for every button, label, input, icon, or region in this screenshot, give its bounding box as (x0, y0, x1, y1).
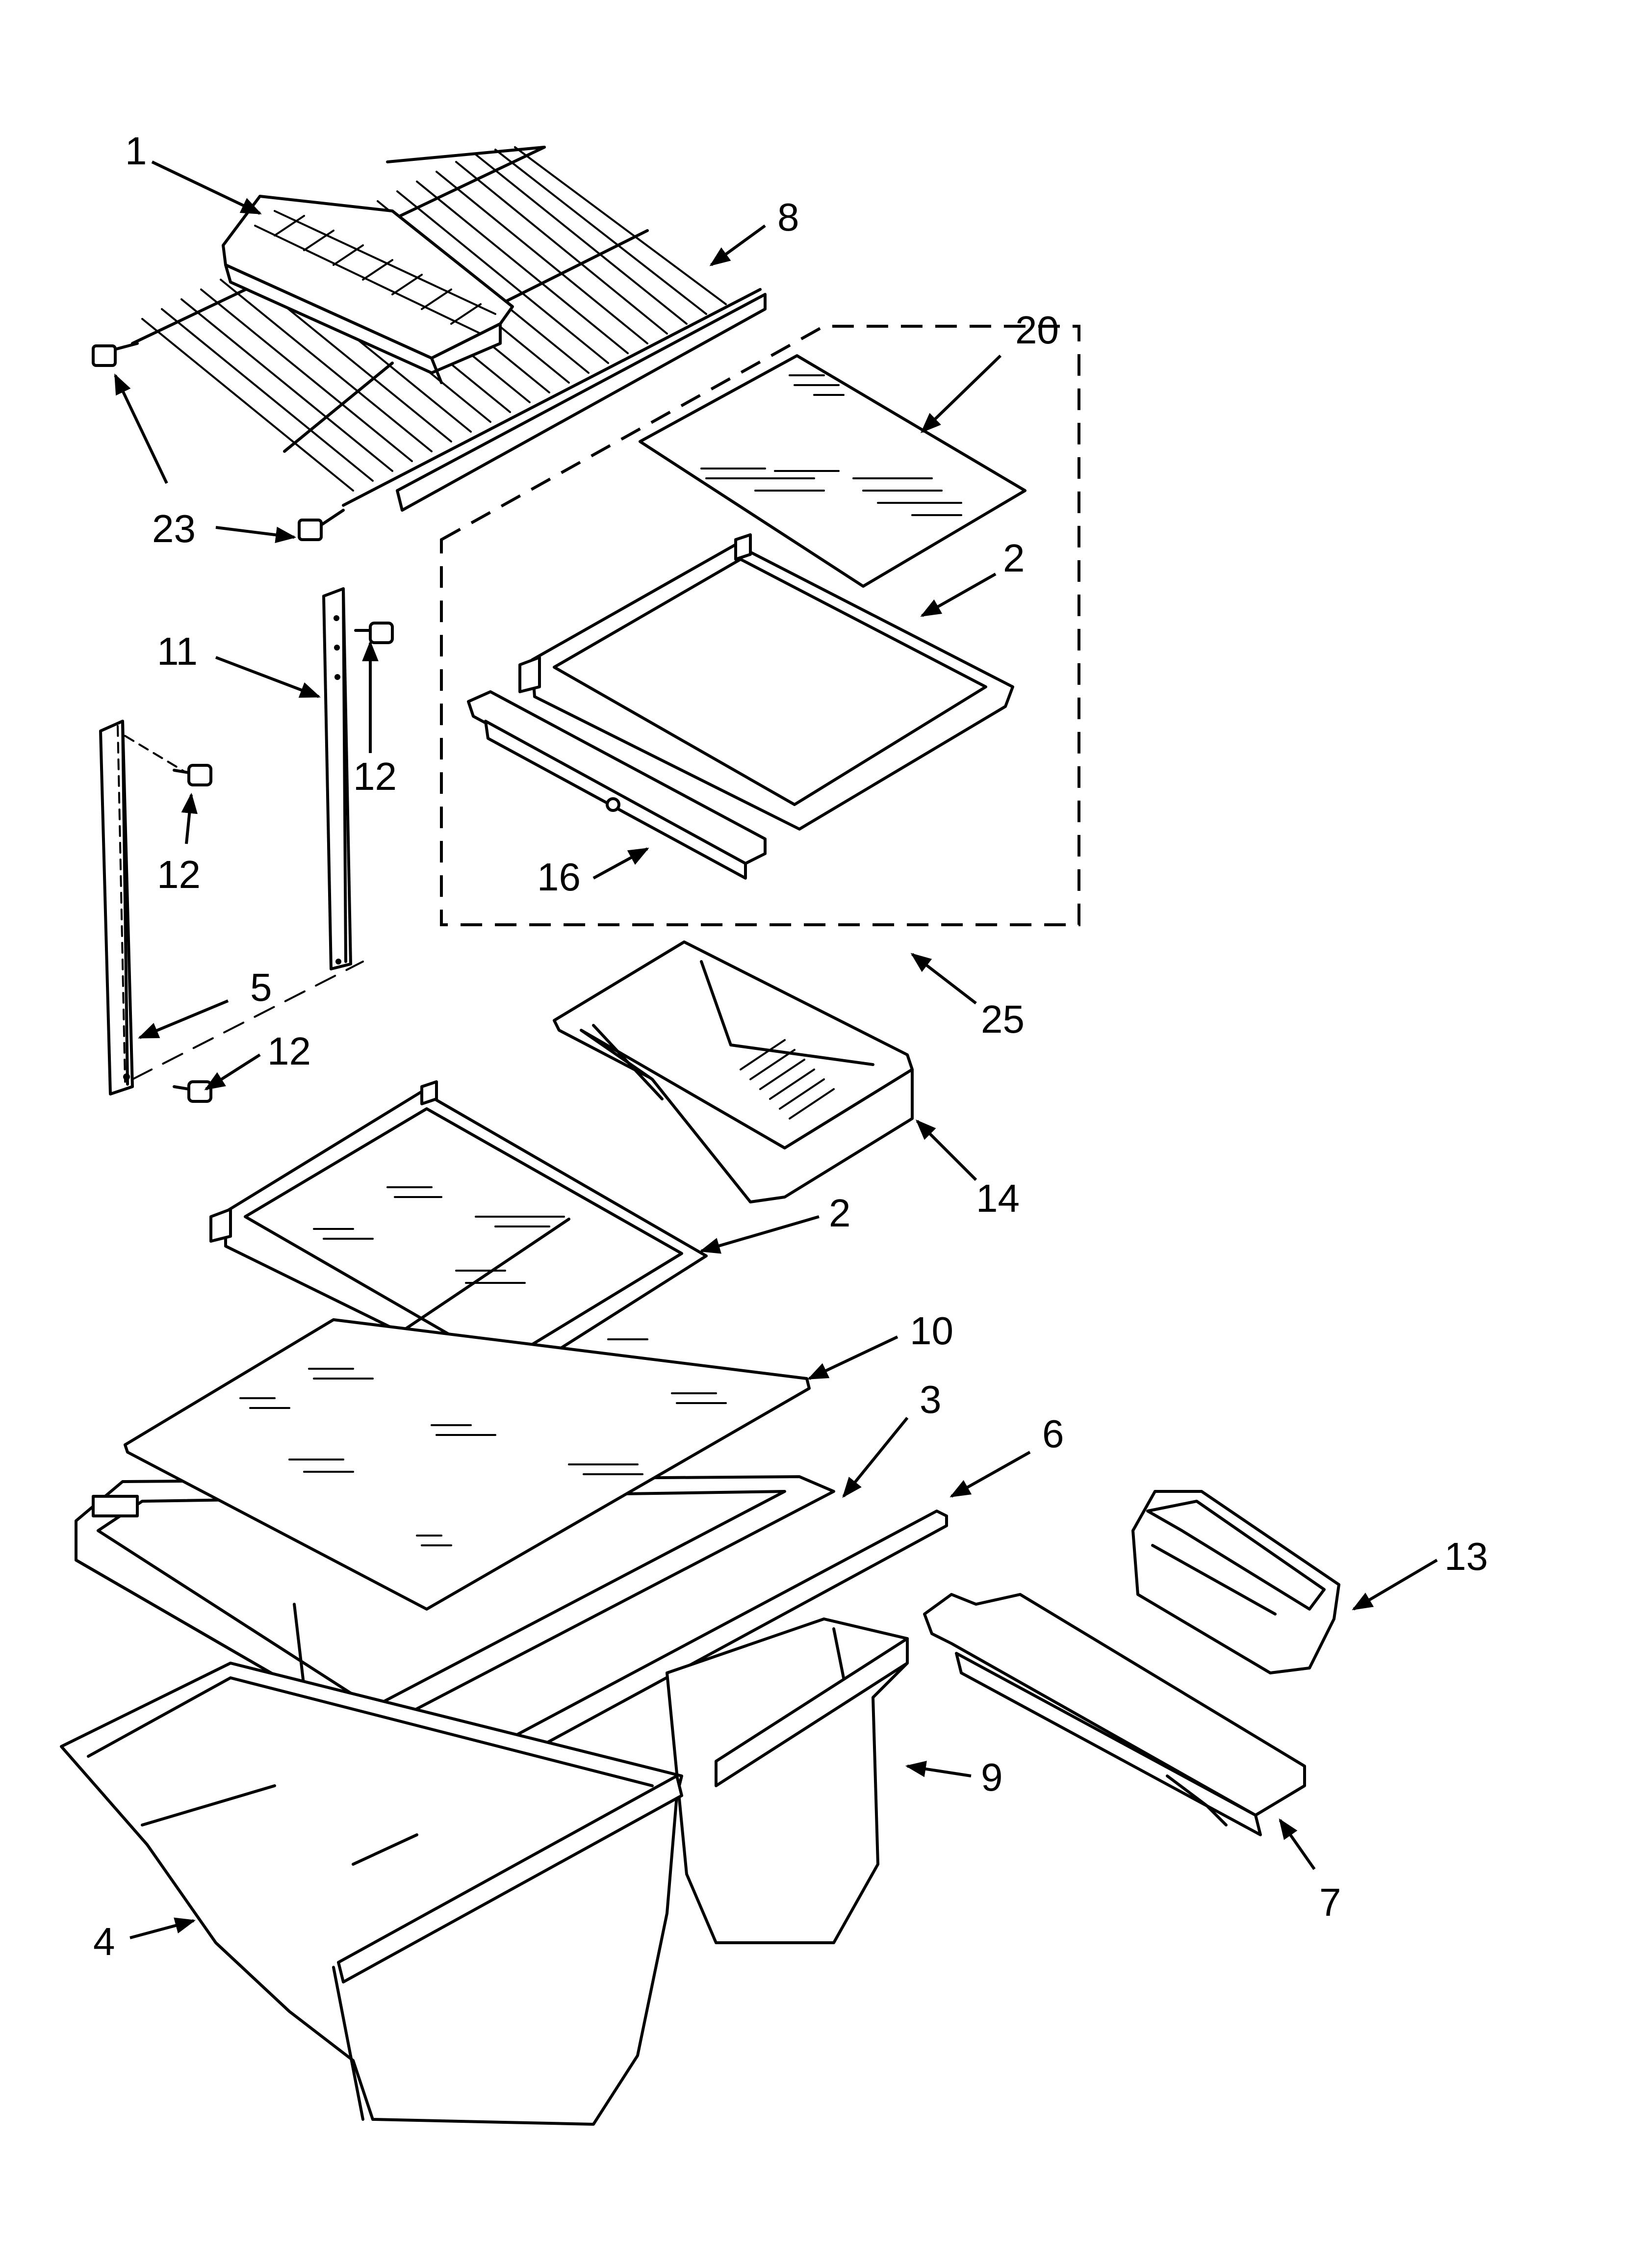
callout-23: 23 (152, 507, 196, 550)
callout-labels: 1 8 20 23 2 11 12 12 16 5 12 25 14 2 10 … (93, 129, 1488, 1963)
callout-16: 16 (537, 855, 581, 899)
callout-12: 12 (157, 853, 201, 896)
door-bin (1131, 1490, 1340, 1674)
assembly-boundary (440, 325, 1080, 926)
screw (173, 1080, 212, 1103)
shelf-frame-upper (518, 533, 1014, 831)
callout-6: 6 (1042, 1412, 1064, 1456)
bracket (923, 1593, 1306, 1836)
callout-3: 3 (920, 1378, 942, 1421)
shelf-peg (92, 342, 139, 367)
callout-20: 20 (1015, 308, 1059, 352)
glass-insert (639, 354, 1026, 588)
shelf-peg (298, 509, 345, 541)
glass-shelf (124, 1318, 811, 1611)
ladder-front (99, 720, 364, 1095)
callout-4: 4 (93, 1920, 115, 1963)
crisper-cover-frame (75, 1475, 835, 1748)
leader-lines (114, 160, 1438, 1939)
callout-5: 5 (250, 965, 272, 1009)
callout-11: 11 (157, 629, 198, 673)
screw (173, 764, 212, 786)
rail (467, 690, 767, 880)
crisper-pan (553, 940, 914, 1203)
callout-12: 12 (353, 755, 397, 798)
callout-1: 1 (125, 129, 147, 173)
callout-12: 12 (267, 1029, 311, 1073)
crisper-drawer-right (666, 1617, 909, 1944)
callout-2: 2 (829, 1191, 851, 1235)
crisper-drawer-left (60, 1662, 683, 2126)
callout-10: 10 (910, 1309, 953, 1353)
callout-13: 13 (1444, 1535, 1488, 1578)
callout-25: 25 (981, 997, 1025, 1041)
callout-2: 2 (1003, 536, 1025, 580)
ice-tray (222, 195, 514, 384)
shelf-frame-lower (209, 1080, 708, 1385)
callout-14: 14 (976, 1176, 1020, 1220)
callout-8: 8 (777, 195, 799, 239)
callout-7: 7 (1319, 1880, 1341, 1924)
callout-9: 9 (981, 1755, 1003, 1799)
ladder-rear (322, 587, 352, 970)
screw (354, 622, 394, 644)
